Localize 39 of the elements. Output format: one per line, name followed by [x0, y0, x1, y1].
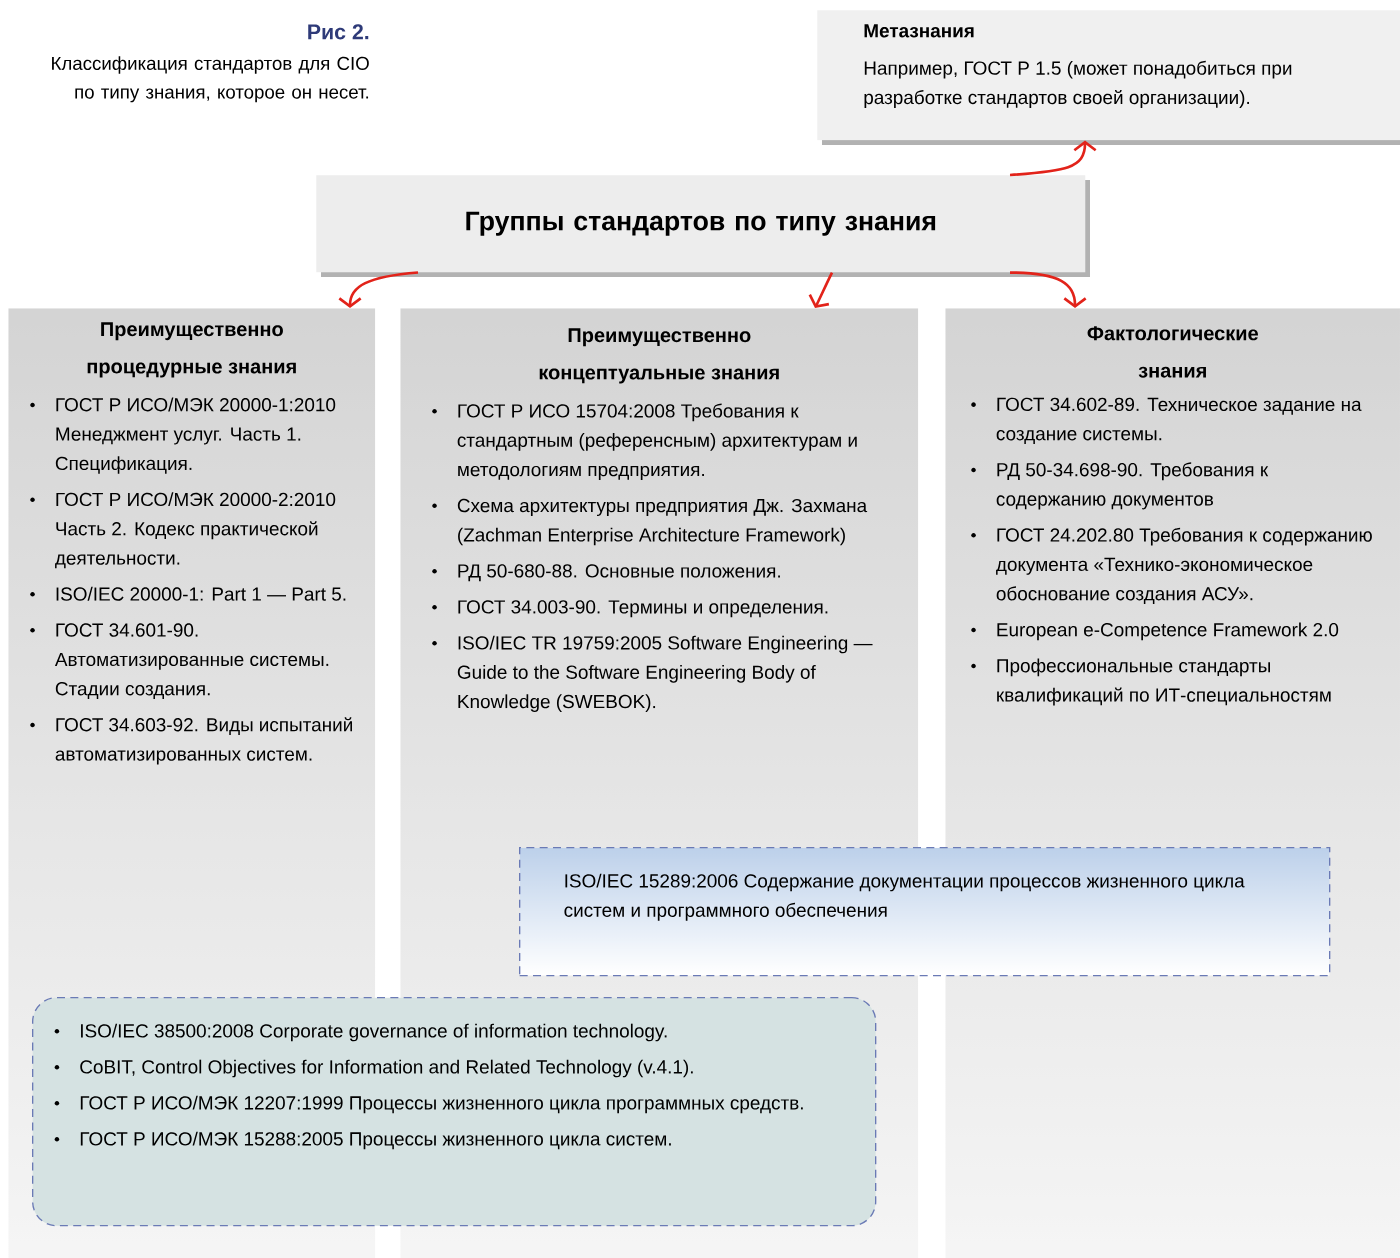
list-item: ГОСТ 24.202.80 Требования к содержанию документа «Технико-экономическое обоснование создания АСУ».: [971, 527, 1372, 604]
arrow: [808, 271, 834, 308]
list-item: ГОСТ Р ИСО/МЭК 20000-1:2010 Менеджмент услуг. Часть 1. Спецификация.: [30, 397, 336, 474]
list-item: ГОСТ Р ИСО 15704:2008 Требования к стандартным (референсным) архитектурам и методологиям предприятия.: [432, 403, 857, 480]
list-item: ISO/IEC 38500:2008 Corporate governance of information technology.: [54, 1023, 667, 1042]
list-item: ISO/IEC 20000-1: Part 1 — Part 5.: [30, 586, 346, 601]
rounded-dashed-box: [32, 997, 877, 1227]
box-text: ISO/IEC 15289:2006 Содержание документации процессов жизненного цикла систем и программного обеспечения: [564, 873, 1245, 921]
column-heading: Преимущественно процедурные знания: [87, 322, 296, 378]
column-panel: [30, 322, 352, 765]
list-item: Схема архитектуры предприятия Дж. Захмана (Zachman Enterprise Architecture Framework): [432, 498, 868, 546]
arrow: [1010, 271, 1087, 308]
list-item: ГОСТ 34.003-90. Термины и определения.: [432, 600, 828, 618]
list-item: CoBIT, Control Objectives for Information and Related Technology (v.4.1).: [54, 1059, 693, 1078]
list-item: Профессиональные стандарты квалификаций по ИТ-специальностям: [971, 658, 1331, 706]
figure-title: Рис 2.: [308, 24, 369, 40]
arrow: [1009, 140, 1097, 177]
note-box: [817, 10, 1400, 145]
list-item: РД 50-680-88. Основные положения.: [432, 564, 780, 582]
list-item: ГОСТ Р ИСО/МЭК 20000-2:2010 Часть 2. Кодекс практической деятельности.: [30, 492, 336, 569]
list-item: European e-Competence Framework 2.0: [971, 622, 1339, 641]
column-panel: [971, 326, 1372, 706]
list-item: ГОСТ 34.601-90. Автоматизированные системы. Стадии создания.: [30, 623, 329, 699]
column-heading: Преимущественно концептуальные знания: [539, 328, 779, 384]
arrow: [338, 271, 419, 308]
list-item: ISO/IEC TR 19759:2005 Software Engineering — Guide to the Software Engineering Body of Knowledge (SWEBOK).: [432, 635, 873, 712]
figure-caption: Классификация стандартов для CIO по типу знания, которое он несет.: [52, 56, 369, 103]
list-item: ГОСТ Р ИСО/МЭК 15288:2005 Процессы жизненного цикла систем.: [54, 1131, 671, 1150]
column-panel: [432, 328, 873, 712]
list-item: ГОСТ Р ИСО/МЭК 12207:1999 Процессы жизненного цикла программных средств.: [54, 1095, 803, 1114]
box-text: Например, ГОСТ Р 1.5 (может понадобиться при разработке стандартов своей организации).: [864, 60, 1292, 108]
dashed-box: [519, 847, 1331, 977]
column-heading: Фактологические знания: [1087, 326, 1258, 378]
box-heading: Группы стандартов по типу знания: [466, 211, 936, 236]
group-box: [316, 175, 1090, 277]
box-heading: Метазнания: [864, 24, 974, 38]
list-item: ГОСТ 34.602-89. Техническое задание на создание системы.: [971, 397, 1362, 444]
list-item: РД 50-34.698-90. Требования к содержанию документов: [971, 462, 1269, 510]
list-item: ГОСТ 34.603-92. Виды испытаний автоматизированных систем.: [30, 717, 352, 765]
